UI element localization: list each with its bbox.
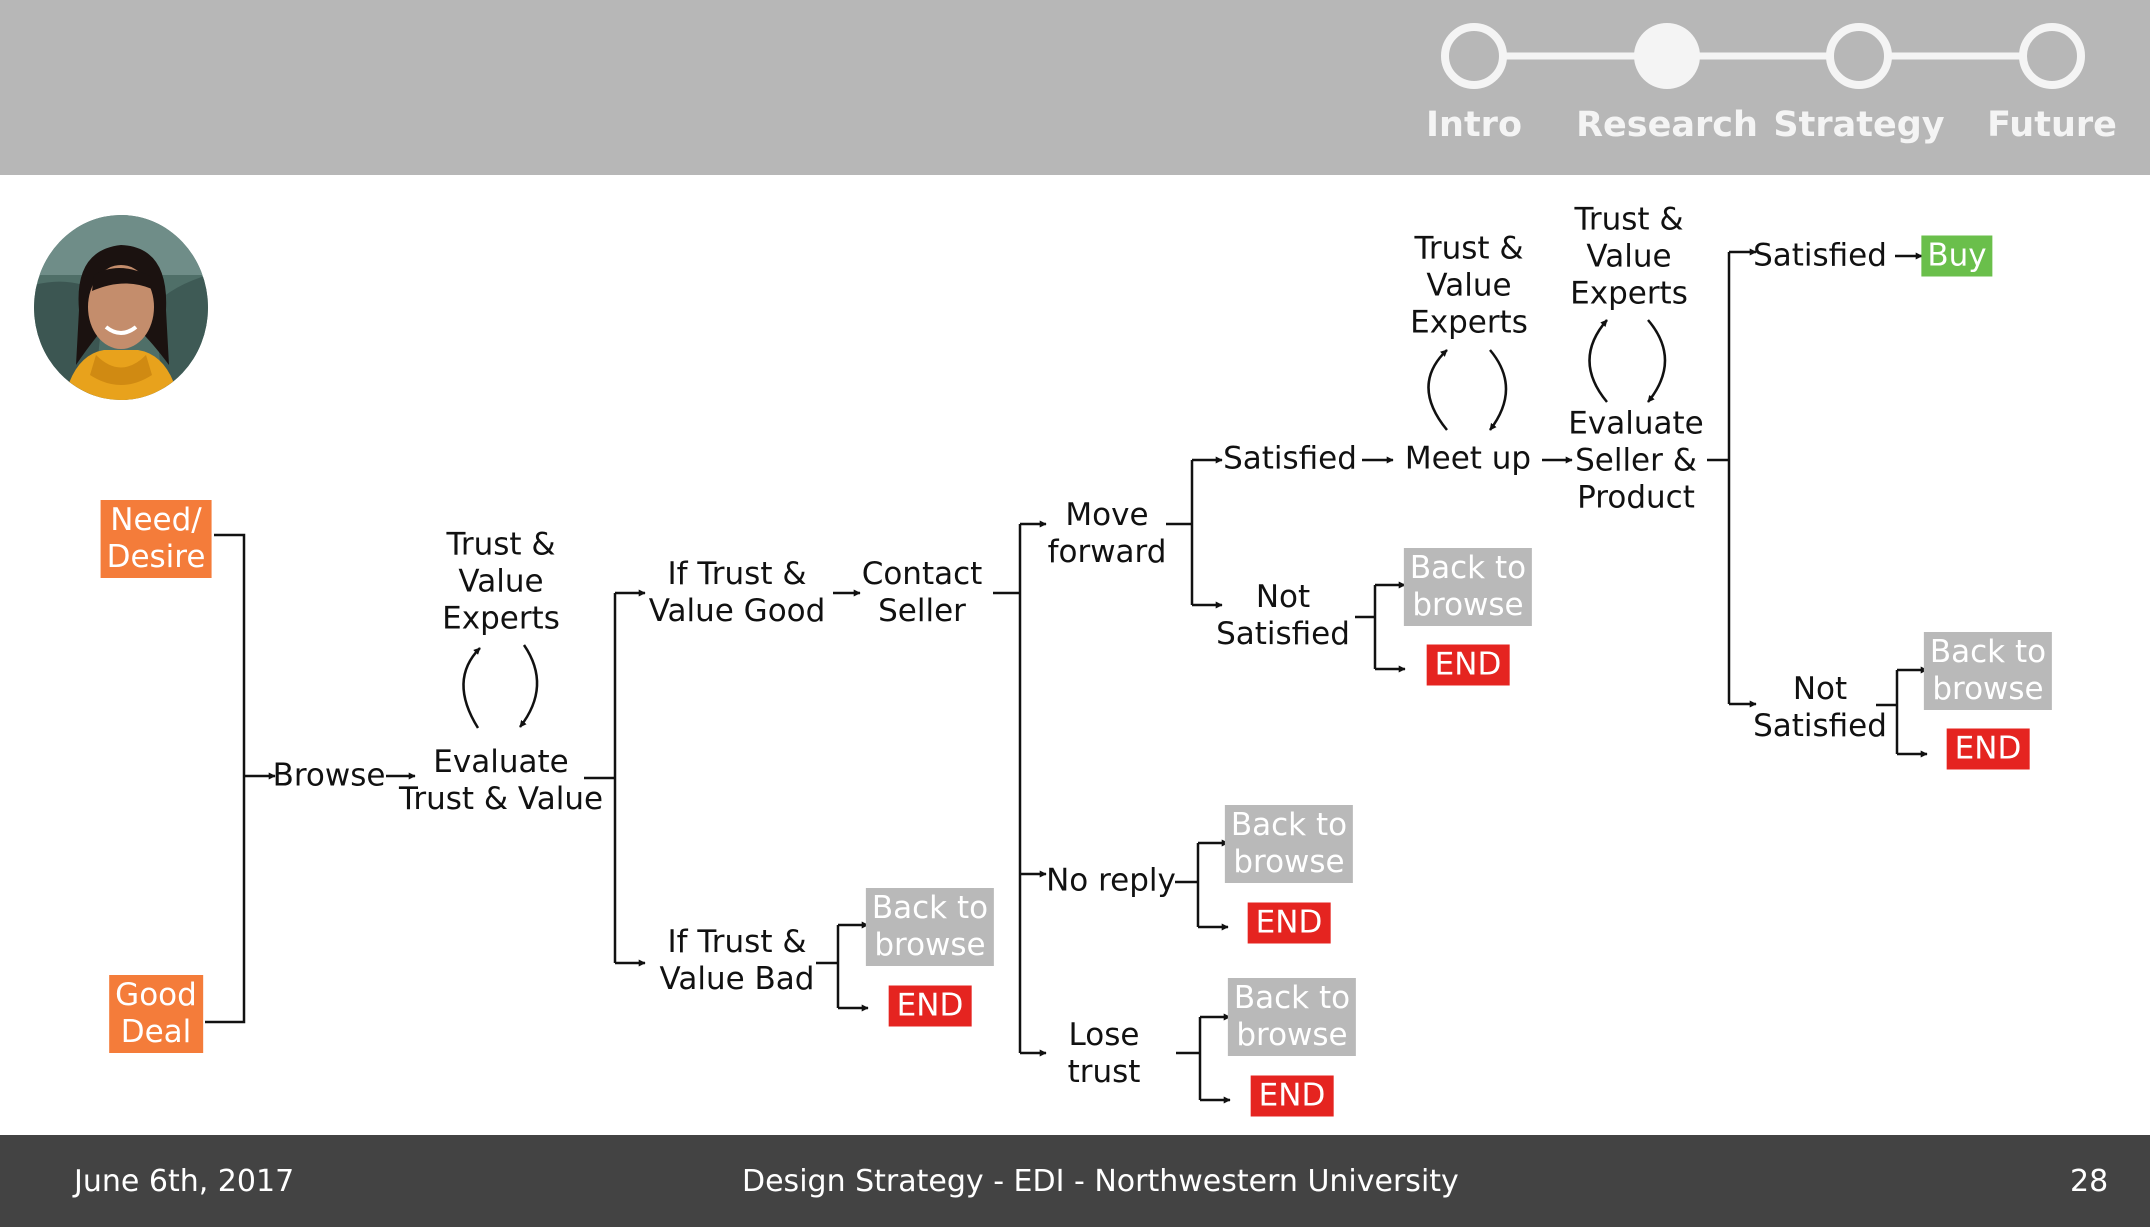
footer: June 6th, 2017 Design Strategy - EDI - N… — [0, 1135, 2150, 1227]
node-if-trust-value-good: If Trust &Value Good — [648, 556, 826, 629]
node-browse: Browse — [272, 757, 386, 794]
node-end-5: END — [1946, 728, 2030, 770]
step-circle-strategy[interactable] — [1826, 23, 1892, 89]
step-circle-research[interactable] — [1634, 23, 1700, 89]
node-if-trust-value-bad: If Trust &Value Bad — [659, 924, 815, 997]
step-label-strategy[interactable]: Strategy — [1773, 105, 1945, 145]
node-end-1: END — [888, 985, 972, 1027]
node-end-4: END — [1426, 644, 1510, 686]
node-meet-up: Meet up — [1404, 440, 1532, 477]
step-circle-future[interactable] — [2019, 23, 2085, 89]
footer-date: June 6th, 2017 — [74, 1164, 295, 1199]
node-end-3: END — [1250, 1075, 1334, 1117]
header: Intro Research Strategy Future — [0, 0, 2150, 175]
avatar — [34, 215, 208, 400]
node-satisfied-1: Satisfied — [1223, 440, 1357, 477]
node-need-desire: Need/Desire — [100, 500, 212, 578]
node-end-2: END — [1247, 902, 1331, 944]
footer-title: Design Strategy - EDI - Northwestern Uni… — [742, 1164, 1459, 1199]
step-label-future[interactable]: Future — [1987, 105, 2117, 145]
progress-tracker — [1441, 23, 2085, 89]
page-number: 28 — [2070, 1164, 2109, 1199]
step-label-research[interactable]: Research — [1576, 105, 1758, 145]
step-circle-intro[interactable] — [1441, 23, 1507, 89]
node-satisfied-2: Satisfied — [1753, 237, 1887, 274]
node-no-reply: No reply — [1046, 862, 1176, 899]
node-buy: Buy — [1921, 235, 1993, 277]
step-label-intro[interactable]: Intro — [1426, 105, 1522, 145]
